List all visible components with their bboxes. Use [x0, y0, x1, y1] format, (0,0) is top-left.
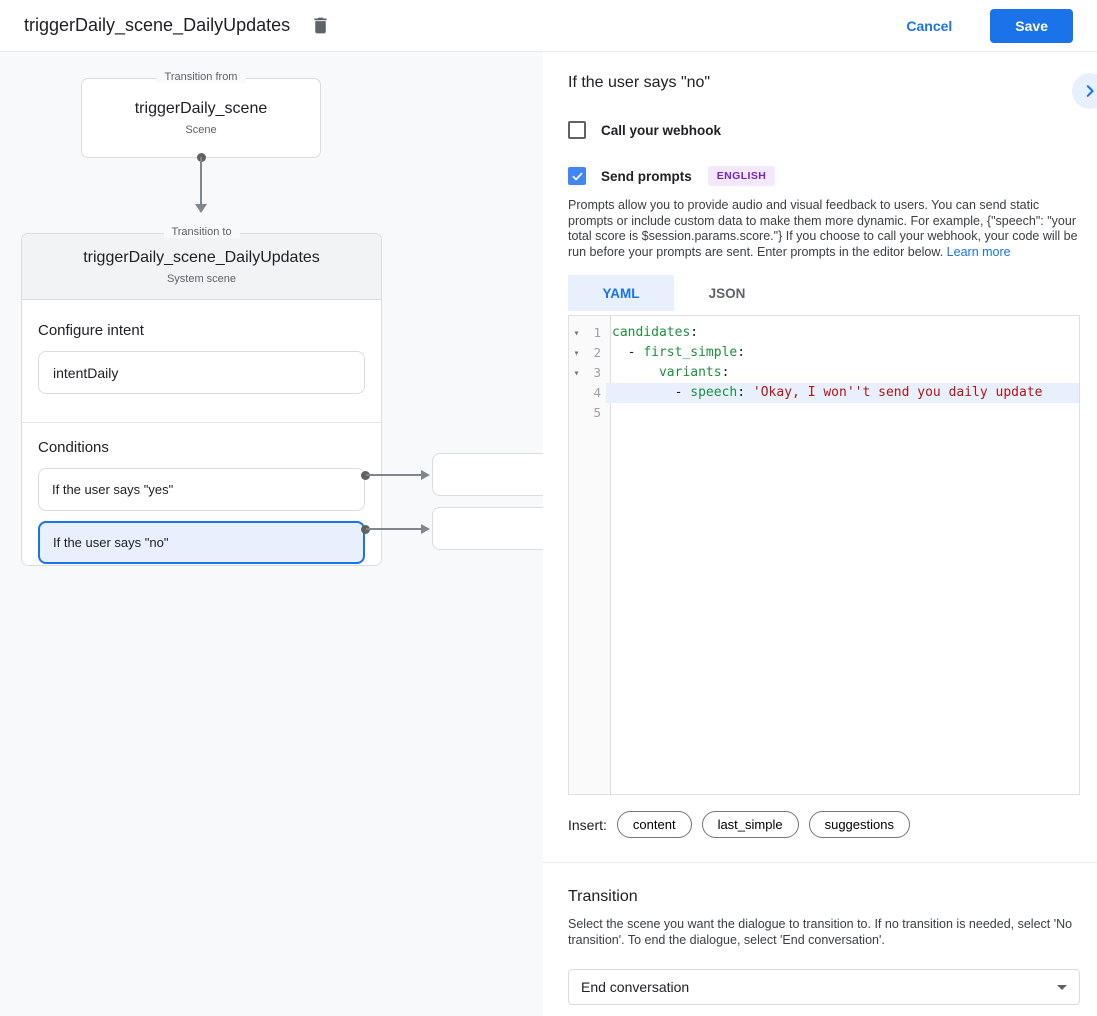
code-token: variants: [658, 365, 722, 380]
code-line: 1 candidates:: [569, 323, 1079, 343]
to-scene-type: System scene: [166, 273, 237, 285]
send-prompts-label: Send prompts: [601, 168, 692, 184]
learn-more-link[interactable]: Learn more: [946, 244, 1011, 259]
to-scene-header: triggerDaily_scene_DailyUpdates System s…: [22, 234, 381, 300]
prompts-description: Prompts allow you to provide audio and v…: [568, 198, 1080, 260]
tab-json[interactable]: JSON: [708, 285, 746, 301]
cancel-button[interactable]: Cancel: [900, 17, 958, 35]
line-number: 2: [593, 345, 601, 360]
insert-row: Insert: content last_simple suggestions: [568, 811, 1080, 838]
code-token: :: [737, 345, 746, 360]
insert-label: Insert:: [568, 816, 607, 833]
code-token: [612, 365, 659, 380]
arrow-right-icon: [421, 524, 430, 534]
webhook-checkbox[interactable]: [568, 121, 586, 139]
save-button[interactable]: Save: [990, 8, 1073, 43]
code-token: -: [612, 345, 644, 360]
trash-icon: [310, 15, 331, 36]
fold-icon[interactable]: [569, 323, 584, 343]
chevron-right-icon: [1081, 82, 1097, 100]
dropdown-caret-icon: [1057, 984, 1067, 990]
code-text: [606, 403, 1079, 423]
connector-line: [200, 157, 202, 205]
fold-spacer: [569, 383, 584, 403]
from-scene-type: Scene: [185, 124, 217, 136]
divider: [22, 422, 381, 423]
code-token: :: [721, 365, 730, 380]
connector-line: [366, 474, 422, 476]
from-scene-name: triggerDaily_scene: [134, 100, 268, 117]
insert-chip-content[interactable]: content: [616, 811, 692, 838]
condition-detail-panel: If the user says "no" Call your webhook …: [543, 52, 1097, 1016]
panel-title: If the user says "no": [568, 74, 711, 91]
transition-title: Transition: [568, 888, 638, 905]
delete-button[interactable]: [308, 13, 333, 38]
editor-gutter: [569, 316, 611, 794]
intent-field[interactable]: intentDaily: [38, 351, 365, 394]
connector-line: [366, 528, 422, 530]
prompt-code-editor[interactable]: 1 candidates: 2 - first_simple: 3 varian…: [568, 315, 1080, 795]
code-token: -: [612, 385, 691, 400]
connector-dot: [361, 471, 370, 480]
language-badge: ENGLISH: [707, 166, 776, 186]
target-scene-stub[interactable]: [432, 507, 543, 550]
transition-to-node[interactable]: Transition to triggerDaily_scene_DailyUp…: [21, 226, 382, 566]
code-token: :: [737, 385, 753, 400]
section-divider: [543, 862, 1097, 863]
send-prompts-checkbox[interactable]: [568, 167, 586, 185]
code-token: 'Okay, I won''t send you daily update: [752, 385, 1043, 400]
transition-description: Select the scene you want the dialogue t…: [568, 917, 1073, 947]
transition-from-legend: Transition from: [156, 71, 246, 83]
tab-yaml[interactable]: YAML: [568, 275, 674, 311]
header-bar: triggerDaily_scene_DailyUpdates Cancel S…: [0, 0, 1097, 52]
code-line: 5: [569, 403, 1079, 423]
code-token: candidates: [612, 325, 691, 340]
code-text: candidates:: [606, 323, 1079, 343]
conditions-label: Conditions: [38, 439, 109, 456]
code-line: 2 - first_simple:: [569, 343, 1079, 363]
arrow-right-icon: [421, 470, 430, 480]
fold-spacer: [569, 403, 584, 423]
page-title: triggerDaily_scene_DailyUpdates: [24, 15, 291, 35]
code-text: - first_simple:: [606, 343, 1079, 363]
webhook-row: Call your webhook: [568, 121, 1080, 139]
prompts-description-text: Prompts allow you to provide audio and v…: [568, 198, 1078, 259]
target-scene-stub[interactable]: [432, 453, 543, 496]
fold-icon[interactable]: [569, 343, 584, 363]
code-rows: 1 candidates: 2 - first_simple: 3 varian…: [569, 316, 1079, 423]
code-token: first_simple: [643, 345, 738, 360]
code-text: - speech: 'Okay, I won''t send you daily…: [606, 383, 1079, 403]
checkmark-icon: [571, 170, 584, 183]
insert-chip-suggestions[interactable]: suggestions: [808, 811, 910, 838]
connector-dot: [361, 525, 370, 534]
transition-select[interactable]: End conversation: [568, 969, 1080, 1005]
code-line: 3 variants:: [569, 363, 1079, 383]
condition-item-yes[interactable]: If the user says "yes": [38, 468, 365, 511]
transition-to-legend: Transition to: [163, 226, 240, 238]
to-scene-name: triggerDaily_scene_DailyUpdates: [83, 249, 320, 266]
code-token: :: [690, 325, 699, 340]
collapse-panel-button[interactable]: [1072, 73, 1097, 109]
arrow-down-icon: [195, 204, 207, 213]
scene-flow-canvas: Transition from triggerDaily_scene Scene…: [0, 52, 543, 1016]
configure-intent-label: Configure intent: [38, 322, 144, 339]
fold-icon[interactable]: [569, 363, 584, 383]
condition-item-no[interactable]: If the user says "no": [38, 521, 365, 564]
line-number: 1: [593, 325, 601, 340]
code-line-highlighted: 4 - speech: 'Okay, I won''t send you dai…: [569, 383, 1079, 403]
code-token: speech: [690, 385, 738, 400]
transition-select-value: End conversation: [581, 979, 690, 995]
line-number: 3: [593, 365, 601, 380]
webhook-label: Call your webhook: [601, 122, 722, 138]
line-number: 4: [593, 385, 601, 400]
send-prompts-row: Send prompts ENGLISH: [568, 166, 1080, 186]
transition-from-node[interactable]: Transition from triggerDaily_scene Scene: [81, 71, 321, 158]
insert-chip-last-simple[interactable]: last_simple: [701, 811, 799, 838]
editor-format-tabs: YAML JSON: [568, 275, 1080, 311]
line-number: 5: [593, 405, 601, 420]
code-text: variants:: [606, 363, 1079, 383]
